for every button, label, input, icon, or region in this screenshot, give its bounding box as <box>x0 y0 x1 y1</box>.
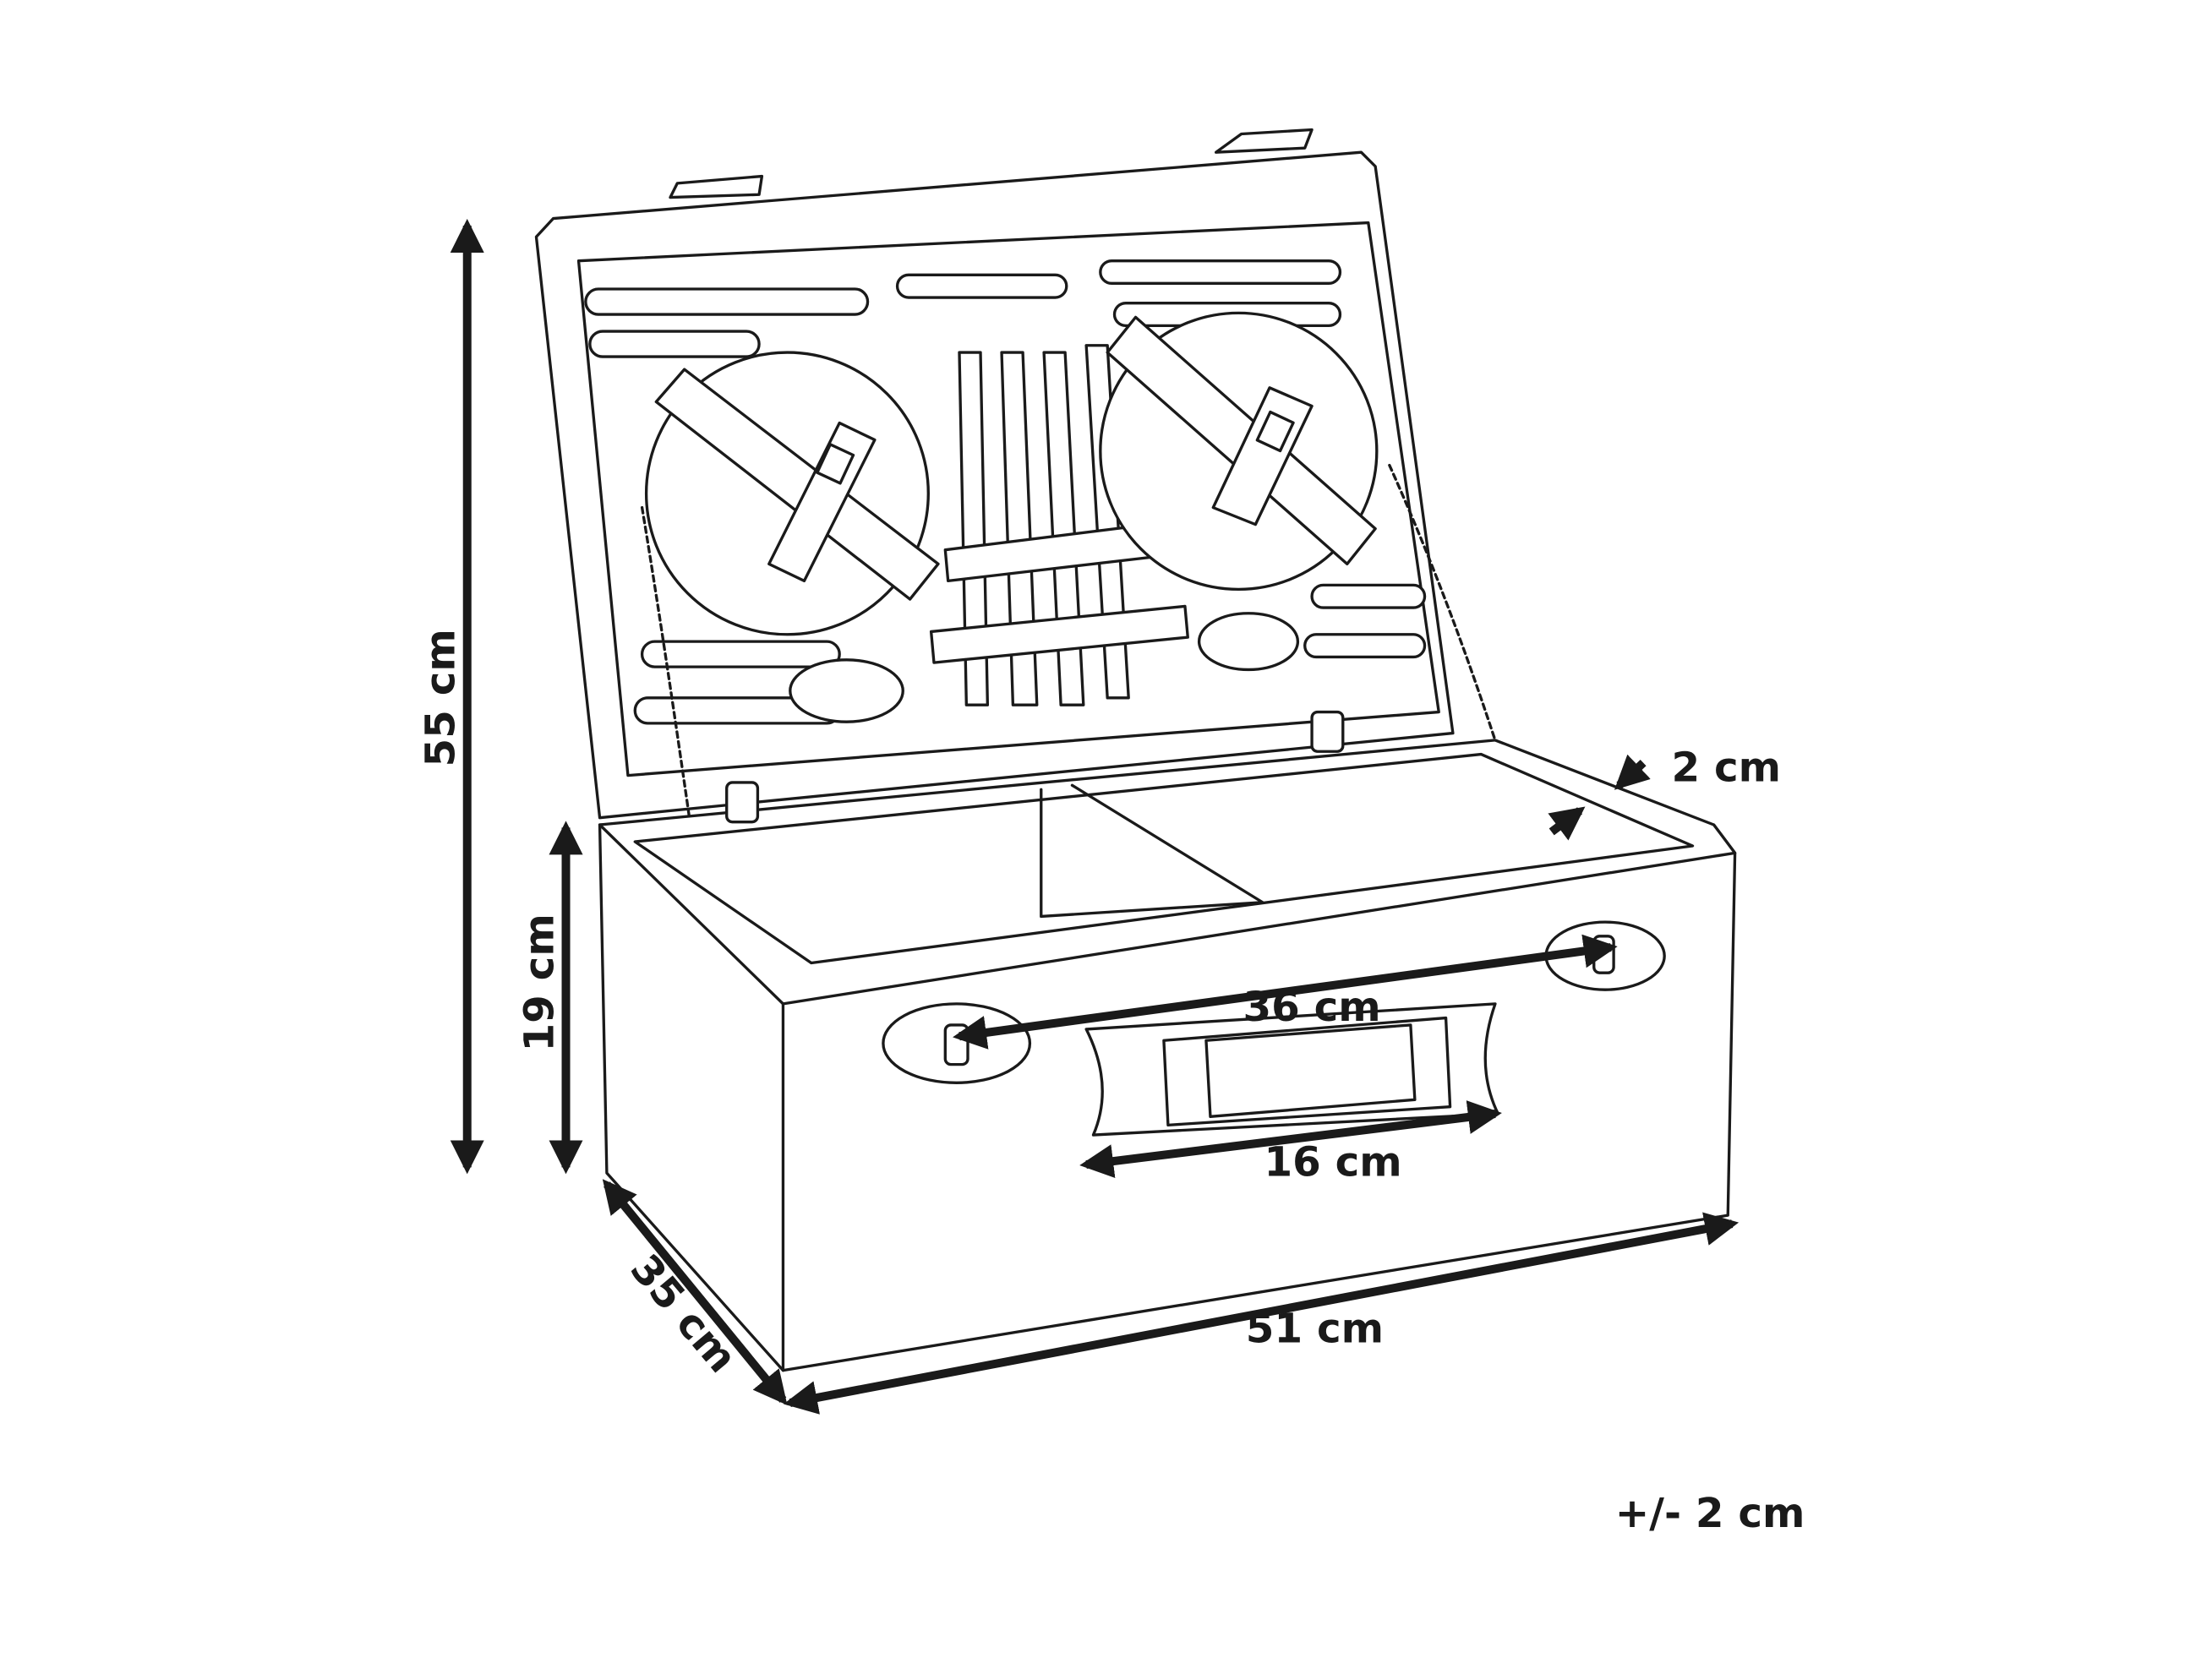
label-wall-thickness: 2 cm <box>1672 744 1782 791</box>
hinge-left <box>725 781 760 824</box>
chain-left <box>640 505 693 834</box>
basket-box <box>598 710 1737 1372</box>
label-tolerance: +/- 2 cm <box>1615 1490 1805 1537</box>
chain-right <box>1388 463 1508 777</box>
label-height-box: 19 cm <box>516 914 564 1051</box>
dimension-lines <box>450 218 1740 1415</box>
label-width: 51 cm <box>1246 1305 1384 1352</box>
divider <box>1040 783 1264 919</box>
latch-left <box>882 1002 1032 1084</box>
dim-arrow-2-outer <box>1614 754 1651 790</box>
dim-arrow-2-inner <box>1548 806 1586 841</box>
spoon-right <box>1197 612 1300 672</box>
label-handle-length: 16 cm <box>1264 1138 1401 1186</box>
plate-left <box>644 351 940 636</box>
spoon-left <box>789 658 904 723</box>
dim-line-51 <box>783 1212 1740 1415</box>
label-height-open: 55 cm <box>418 629 465 766</box>
basket-lid <box>534 128 1508 834</box>
dim-line-16 <box>1079 1100 1502 1178</box>
hinge-right <box>1310 710 1345 753</box>
dim-line-36 <box>953 934 1618 1050</box>
dim-line-35 <box>602 1179 788 1405</box>
knives <box>929 344 1189 706</box>
label-latch-distance: 36 cm <box>1243 984 1380 1031</box>
plate-right <box>1099 311 1379 592</box>
